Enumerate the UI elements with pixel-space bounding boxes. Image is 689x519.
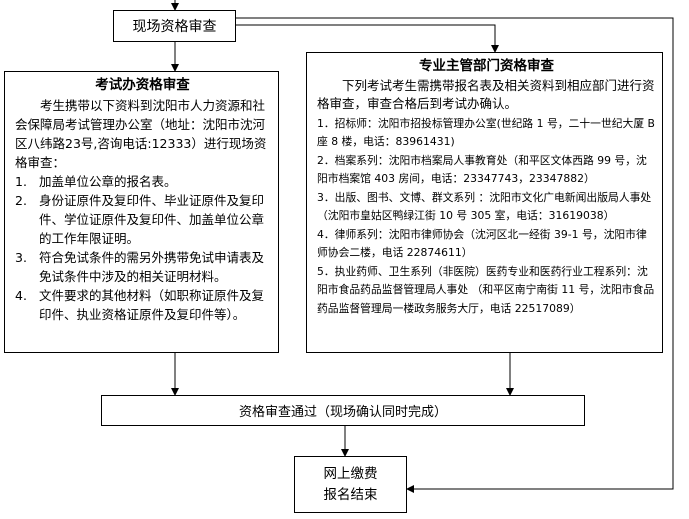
list-item: 1．招标师：沈阳市招投标管理办公室(世纪路 1 号，二十一世纪大厦 B 座 8 … bbox=[317, 116, 655, 149]
review-passed-box: 资格审查通过（现场确认同时完成） bbox=[101, 395, 585, 426]
registration-end-label: 报名结束 bbox=[323, 486, 378, 503]
online-payment-label: 网上缴费 bbox=[323, 465, 378, 482]
exam-office-review-intro: 考生携带以下资料到沈阳市人力资源和社会保障局考试管理办公室（地址：沈阳市沈河区八… bbox=[15, 98, 267, 170]
list-item: 2.身份证原件及复印件、毕业证原件及复印件、学位证原件及复印件、加盖单位公章的工… bbox=[15, 193, 265, 246]
list-item: 4.文件要求的其他材料（如职称证原件及复印件、执业资格证原件及复印件等）。 bbox=[15, 288, 265, 322]
exam-office-review-title: 考试办资格审查 bbox=[95, 77, 190, 93]
onsite-review-label: 现场资格审查 bbox=[132, 19, 217, 35]
required-materials-list: 1.加盖单位公章的报名表。 2.身份证原件及复印件、毕业证原件及复印件、学位证原… bbox=[15, 172, 270, 324]
list-item: 3．出版、图书、文博、群文系列 ：沈阳市文化广电新闻出版局人事处（沈阳市皇姑区鸭… bbox=[317, 190, 652, 223]
list-item: 4．律师系列：沈阳市律师协会（沈河区北一经街 39-1 号，沈阳市律师协会二楼，… bbox=[317, 227, 647, 260]
registration-end-box: 网上缴费 报名结束 bbox=[294, 456, 407, 513]
arrow-top-to-end-box bbox=[236, 17, 674, 493]
department-review-box: 专业主管部门资格审查 下列考试考生需携带报名表及相关资料到相应部门进行资格审查，… bbox=[306, 52, 663, 353]
review-passed-label: 资格审查通过（现场确认同时完成） bbox=[238, 405, 447, 420]
list-item: 5．执业药师、卫生系列（非医院）医药专业和医药行业工程系列：沈阳市食品药品监督管… bbox=[317, 264, 655, 315]
list-item: 3.符合免试条件的需另外携带免试申请表及免试条件中涉及的相关证明材料。 bbox=[15, 250, 265, 284]
department-review-intro: 下列考试考生需携带报名表及相关资料到相应部门进行资格审查，审查合格后到考试办确认… bbox=[317, 77, 655, 111]
list-item: 1.加盖单位公章的报名表。 bbox=[15, 174, 177, 189]
exam-office-review-box: 考试办资格审查 考生携带以下资料到沈阳市人力资源和社会保障局考试管理办公室（地址… bbox=[4, 71, 279, 353]
onsite-review-box: 现场资格审查 bbox=[113, 10, 236, 42]
arrow-top-to-right-box bbox=[236, 24, 499, 53]
department-review-title: 专业主管部门资格审查 bbox=[419, 58, 554, 74]
list-item: 2．档案系列：沈阳市档案局人事教育处（和平区文体西路 99 号，沈阳市档案馆 4… bbox=[317, 153, 647, 186]
